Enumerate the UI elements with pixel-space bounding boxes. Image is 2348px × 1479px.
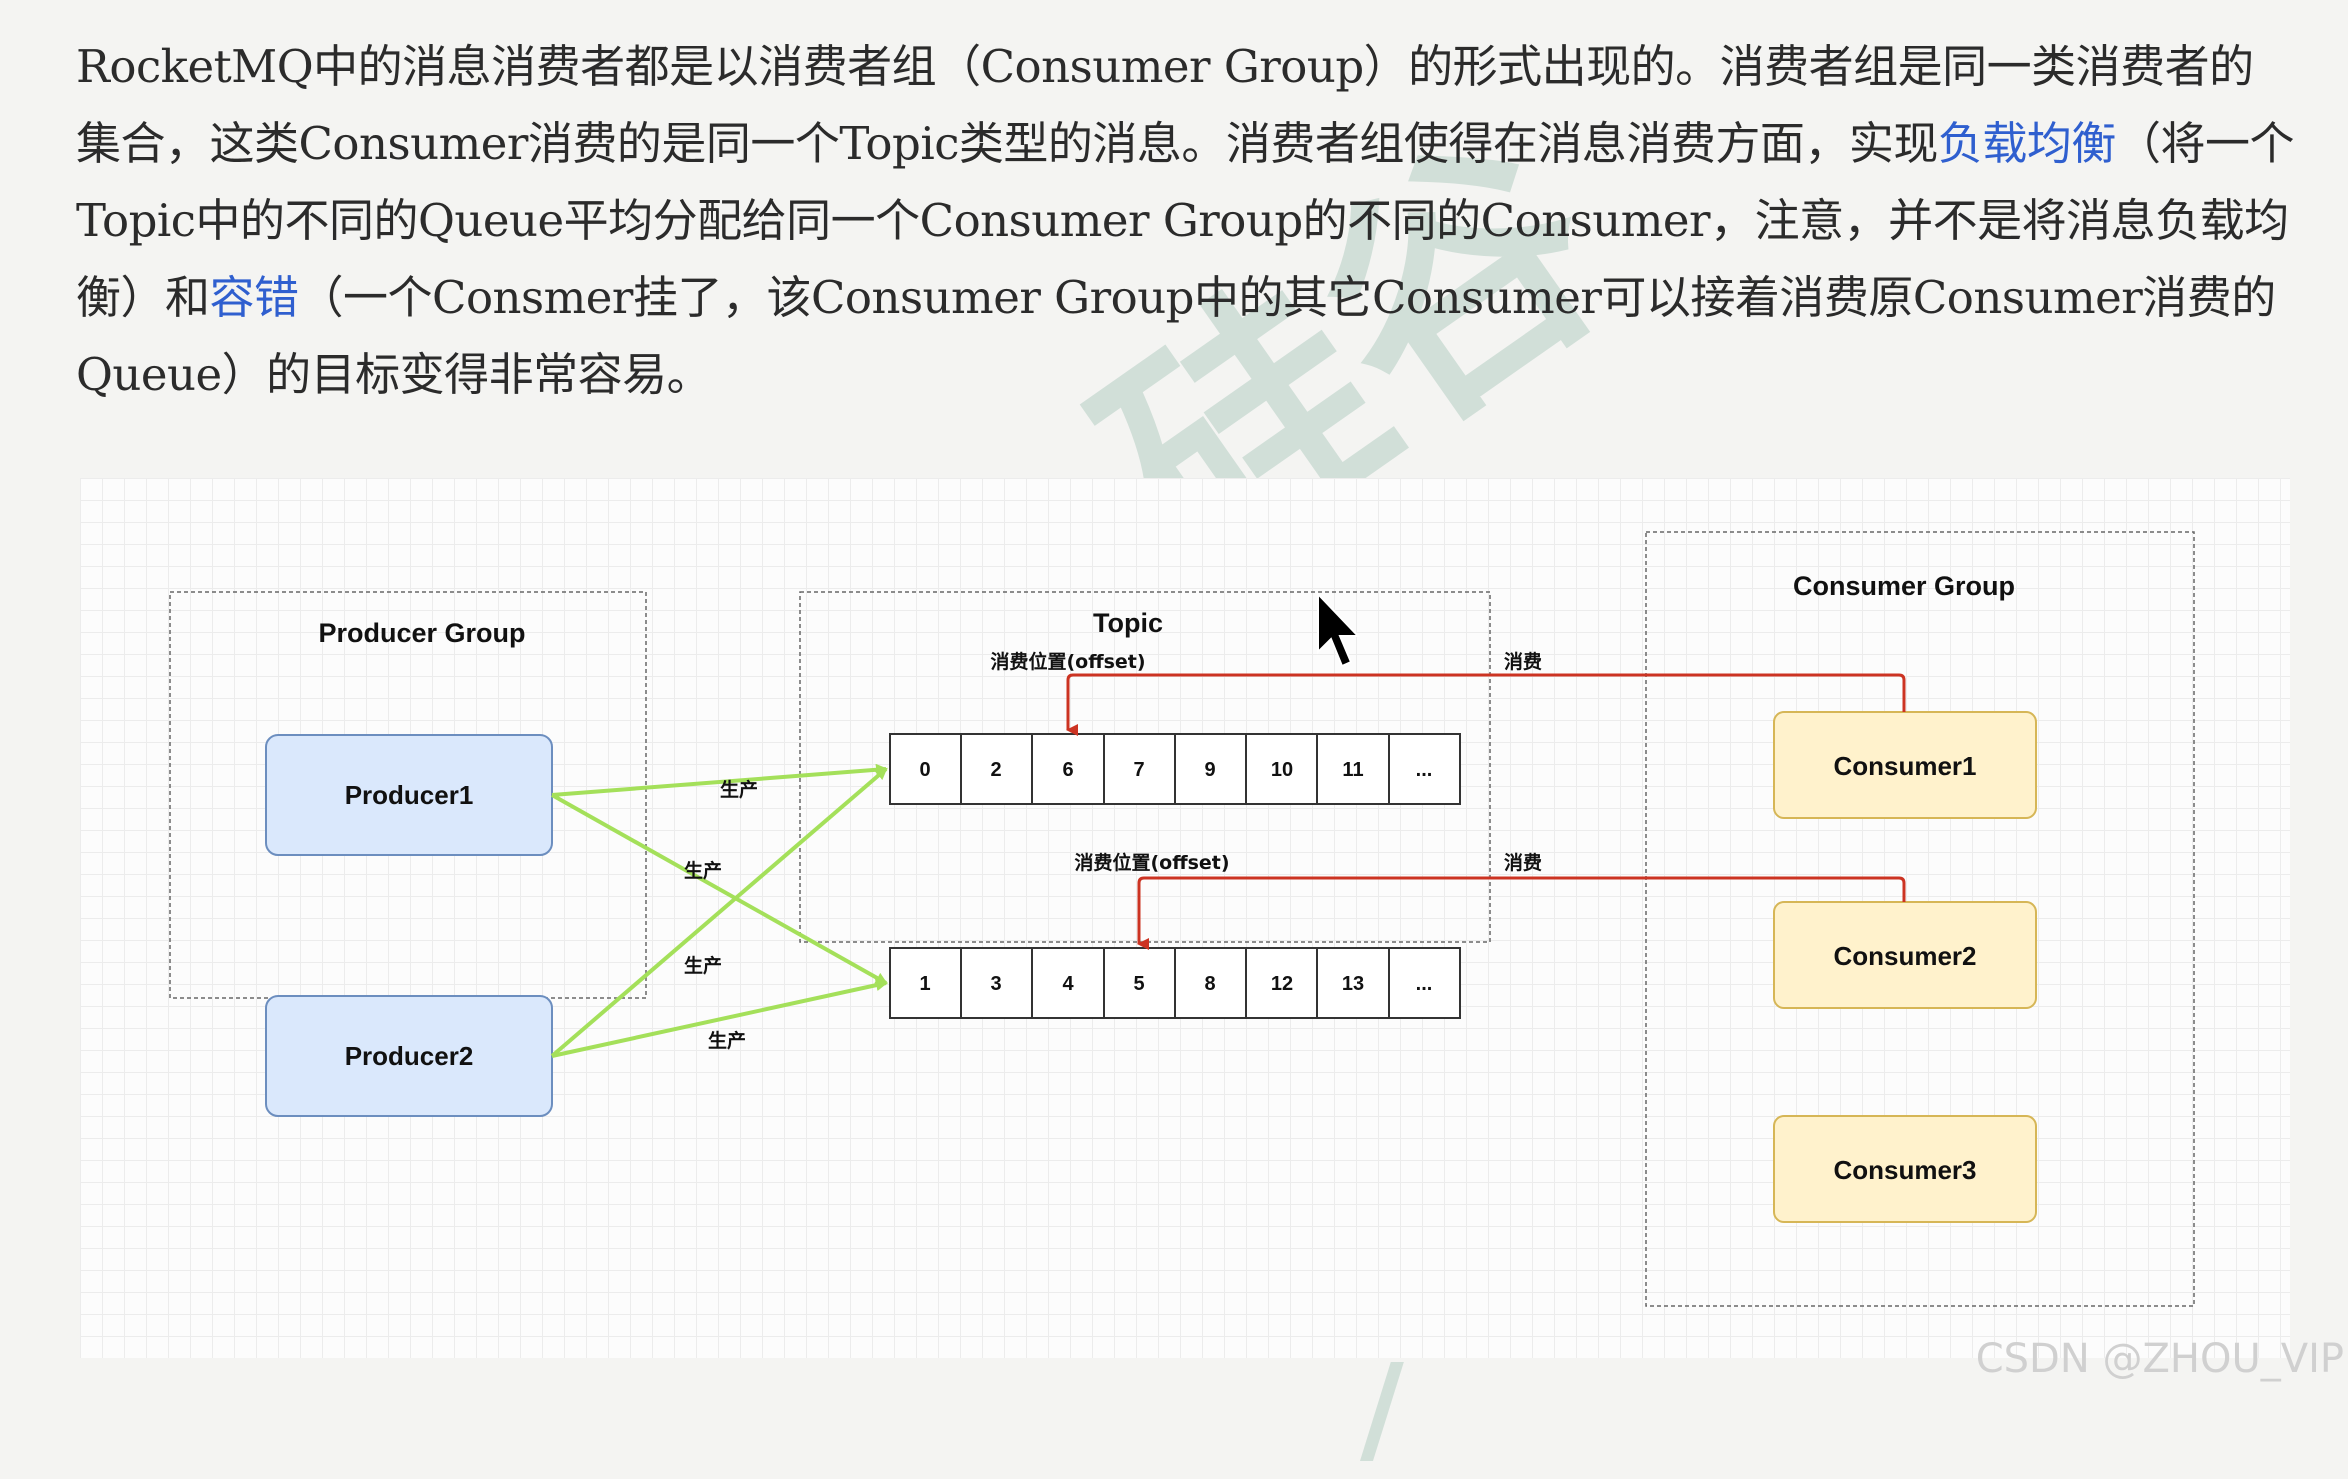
consumer-group-title: Consumer Group	[1793, 571, 2015, 601]
queue1-cell: 0	[919, 759, 930, 781]
consumer-group-diagram: Producer Group Producer1 Producer2 Topic…	[80, 478, 2290, 1358]
consumer3-box[interactable]	[1773, 1115, 2037, 1223]
queue1-cell: 7	[1133, 759, 1144, 781]
intro-paragraph: RocketMQ中的消息消费者都是以消费者组（Consumer Group）的形…	[76, 28, 2296, 413]
queue2-cell: 4	[1062, 973, 1074, 995]
paragraph-text-2: （将一个Topic中的不同的Queue平均分配给同一个Consumer Grou…	[76, 117, 2294, 324]
produce-label: 生产	[684, 859, 722, 882]
fault-tolerance-link[interactable]: 容错	[209, 271, 300, 324]
queue2-cell: 13	[1342, 973, 1364, 995]
consumer1-label: Consumer1	[1833, 751, 1976, 781]
queue2-cell: ...	[1416, 973, 1433, 995]
load-balance-link[interactable]: 负载均衡	[1937, 117, 2117, 170]
queue1-cell: 6	[1062, 759, 1073, 781]
queue2-cell: 8	[1204, 973, 1215, 995]
produce-label: 生产	[684, 954, 722, 977]
mouse-cursor-icon	[1317, 592, 1361, 668]
queue-2: 1 3 4 5 8 12 13 ...	[889, 947, 1461, 1019]
queue-1: 0 2 6 7 9 10 11 ...	[889, 733, 1461, 805]
queue1-cell: ...	[1416, 759, 1433, 781]
consumer2-label: Consumer2	[1833, 941, 1976, 971]
consume-label: 消费	[1504, 650, 1542, 673]
queue2-cell: 3	[990, 973, 1001, 995]
queue2-cell: 1	[919, 973, 930, 995]
producer-group-title: Producer Group	[318, 618, 525, 648]
consumer-group-box	[1645, 531, 2195, 1307]
queue1-cell: 10	[1271, 759, 1293, 781]
consume-arrow-2	[1137, 876, 1906, 950]
queue2-cell: 5	[1133, 973, 1144, 995]
produce-label: 生产	[708, 1029, 746, 1052]
watermark-fragment: /	[1360, 1340, 1404, 1479]
paragraph-text-1: RocketMQ中的消息消费者都是以消费者组（Consumer Group）的形…	[76, 40, 2254, 170]
offset-label: 消费位置(offset)	[990, 650, 1145, 673]
queue2-cell: 12	[1271, 973, 1293, 995]
queue1-cell: 9	[1204, 759, 1215, 781]
produce-arrow	[551, 763, 888, 797]
consume-arrow-1	[1066, 673, 1906, 736]
paragraph-text-3: （一个Consmer挂了，该Consumer Group中的其它Consumer…	[76, 271, 2276, 401]
offset-label: 消费位置(offset)	[1074, 851, 1229, 874]
produce-arrow	[551, 979, 888, 1058]
queue1-cell: 11	[1342, 759, 1363, 781]
produce-arrow	[550, 767, 888, 1058]
topic-title: Topic	[1093, 608, 1163, 638]
consume-label: 消费	[1504, 851, 1542, 874]
producer1-label: Producer1	[345, 780, 474, 810]
produce-arrow	[551, 793, 888, 985]
producer2-label: Producer2	[345, 1041, 474, 1071]
queue1-cell: 2	[990, 759, 1001, 781]
produce-label: 生产	[720, 778, 758, 801]
consumer3-label: Consumer3	[1833, 1155, 1976, 1185]
footer-credit: CSDN @ZHOU_VIP	[1975, 1336, 2344, 1382]
topic-box	[799, 591, 1491, 943]
